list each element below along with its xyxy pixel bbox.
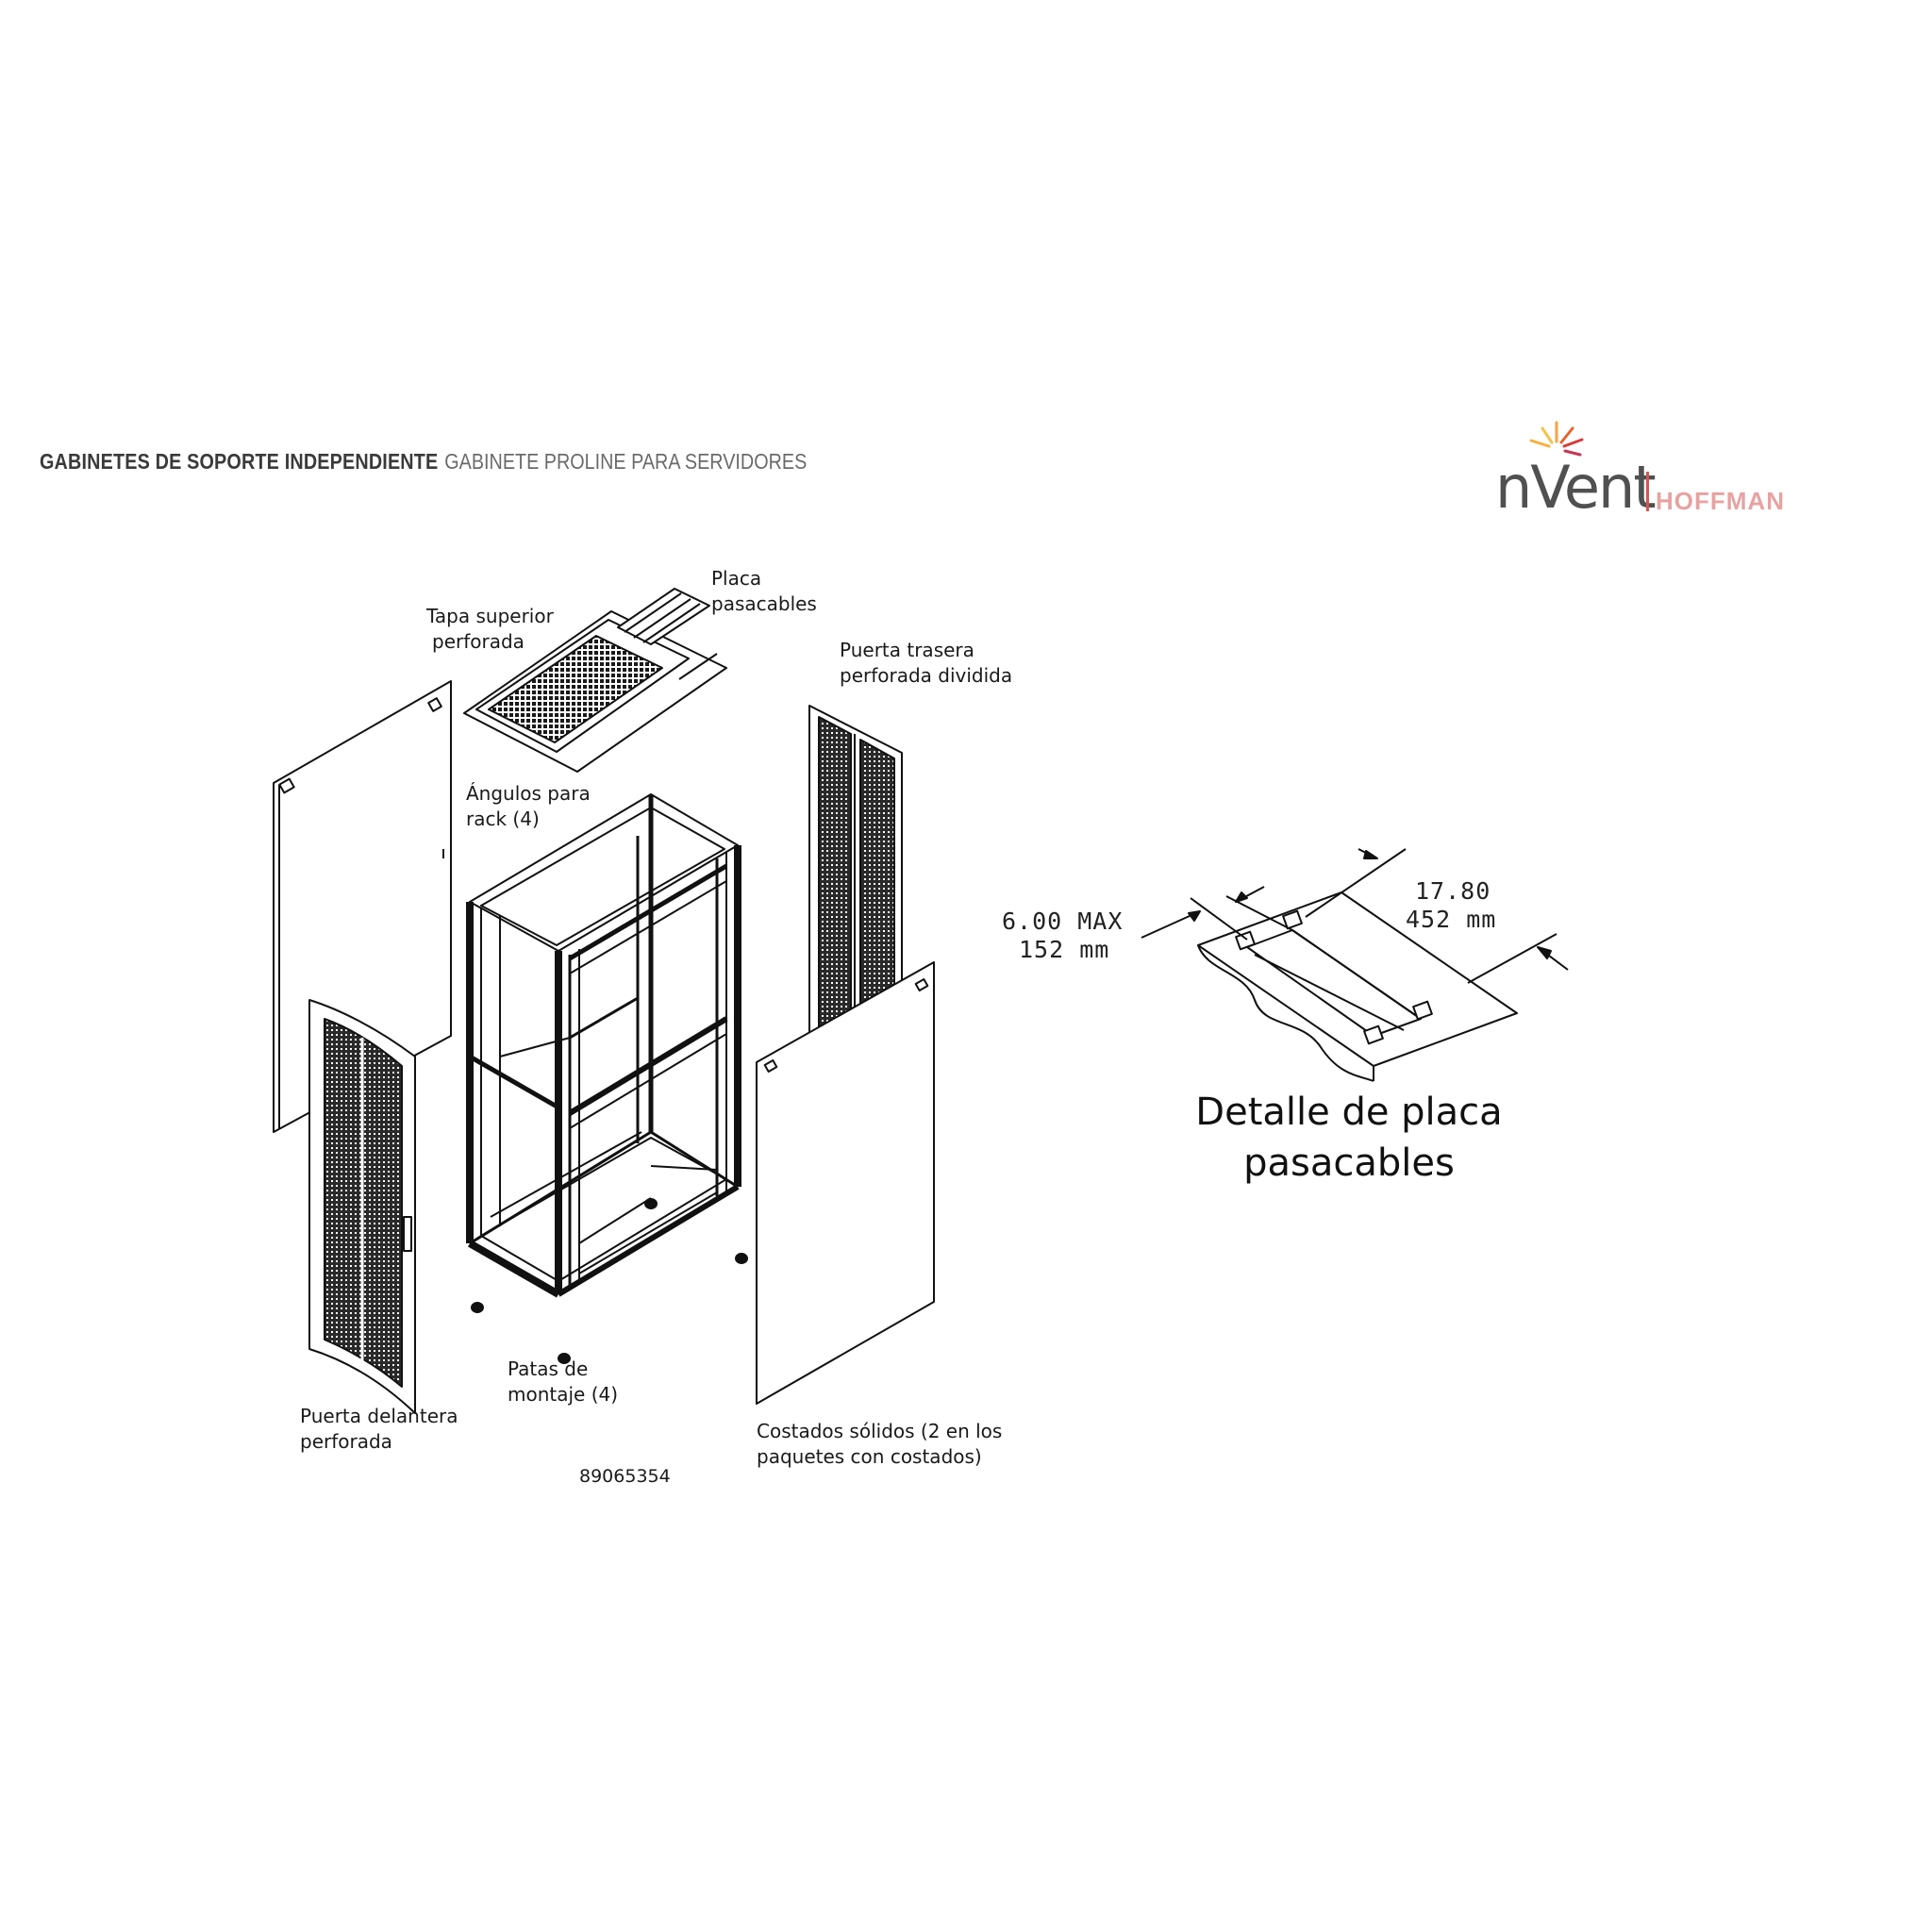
label-tapa-superior: Tapa superior perforada (426, 605, 554, 653)
label-puerta-delantera: Puerta delantera perforada (300, 1405, 458, 1453)
sun-rays-icon (1529, 421, 1584, 457)
cable-plate-detail-drawing (1141, 848, 1569, 1082)
front-perforated-door (308, 999, 416, 1414)
rack-frame (466, 793, 741, 1298)
label-placa-pasacables: Placa pasacables (711, 567, 817, 615)
label-costados-solidos: Costados sólidos (2 en los paquetes con … (757, 1420, 1003, 1468)
logo-sub-brand-text: HOFFMAN (1656, 487, 1785, 515)
label-angulos-rack: Ángulos para rack (4) (466, 782, 591, 830)
logo-divider (1646, 472, 1649, 511)
detail-title: Detalle de placa pasacables (1195, 1091, 1503, 1185)
logo-brand-text: nVent (1495, 453, 1657, 522)
dimension-plate-length: 17.80 452 mm (1406, 877, 1497, 933)
label-patas-montaje: Patas de montaje (4) (508, 1357, 619, 1406)
right-side-panel (756, 961, 935, 1405)
label-puerta-trasera: Puerta trasera perforada dividida (840, 639, 1013, 687)
dimension-max-height: 6.00 MAX 152 mm (1002, 908, 1124, 963)
part-number: 89065354 (579, 1466, 671, 1487)
header-category: GABINETES DE SOPORTE INDEPENDIENTE (40, 449, 439, 474)
mounting-feet (471, 1198, 748, 1364)
brand-logo: nVent HOFFMAN (1495, 415, 1807, 522)
rear-split-perforated-door (808, 705, 903, 1046)
top-perforated-cover (463, 588, 727, 773)
header-product: GABINETE PROLINE PARA SERVIDORES (444, 449, 808, 474)
